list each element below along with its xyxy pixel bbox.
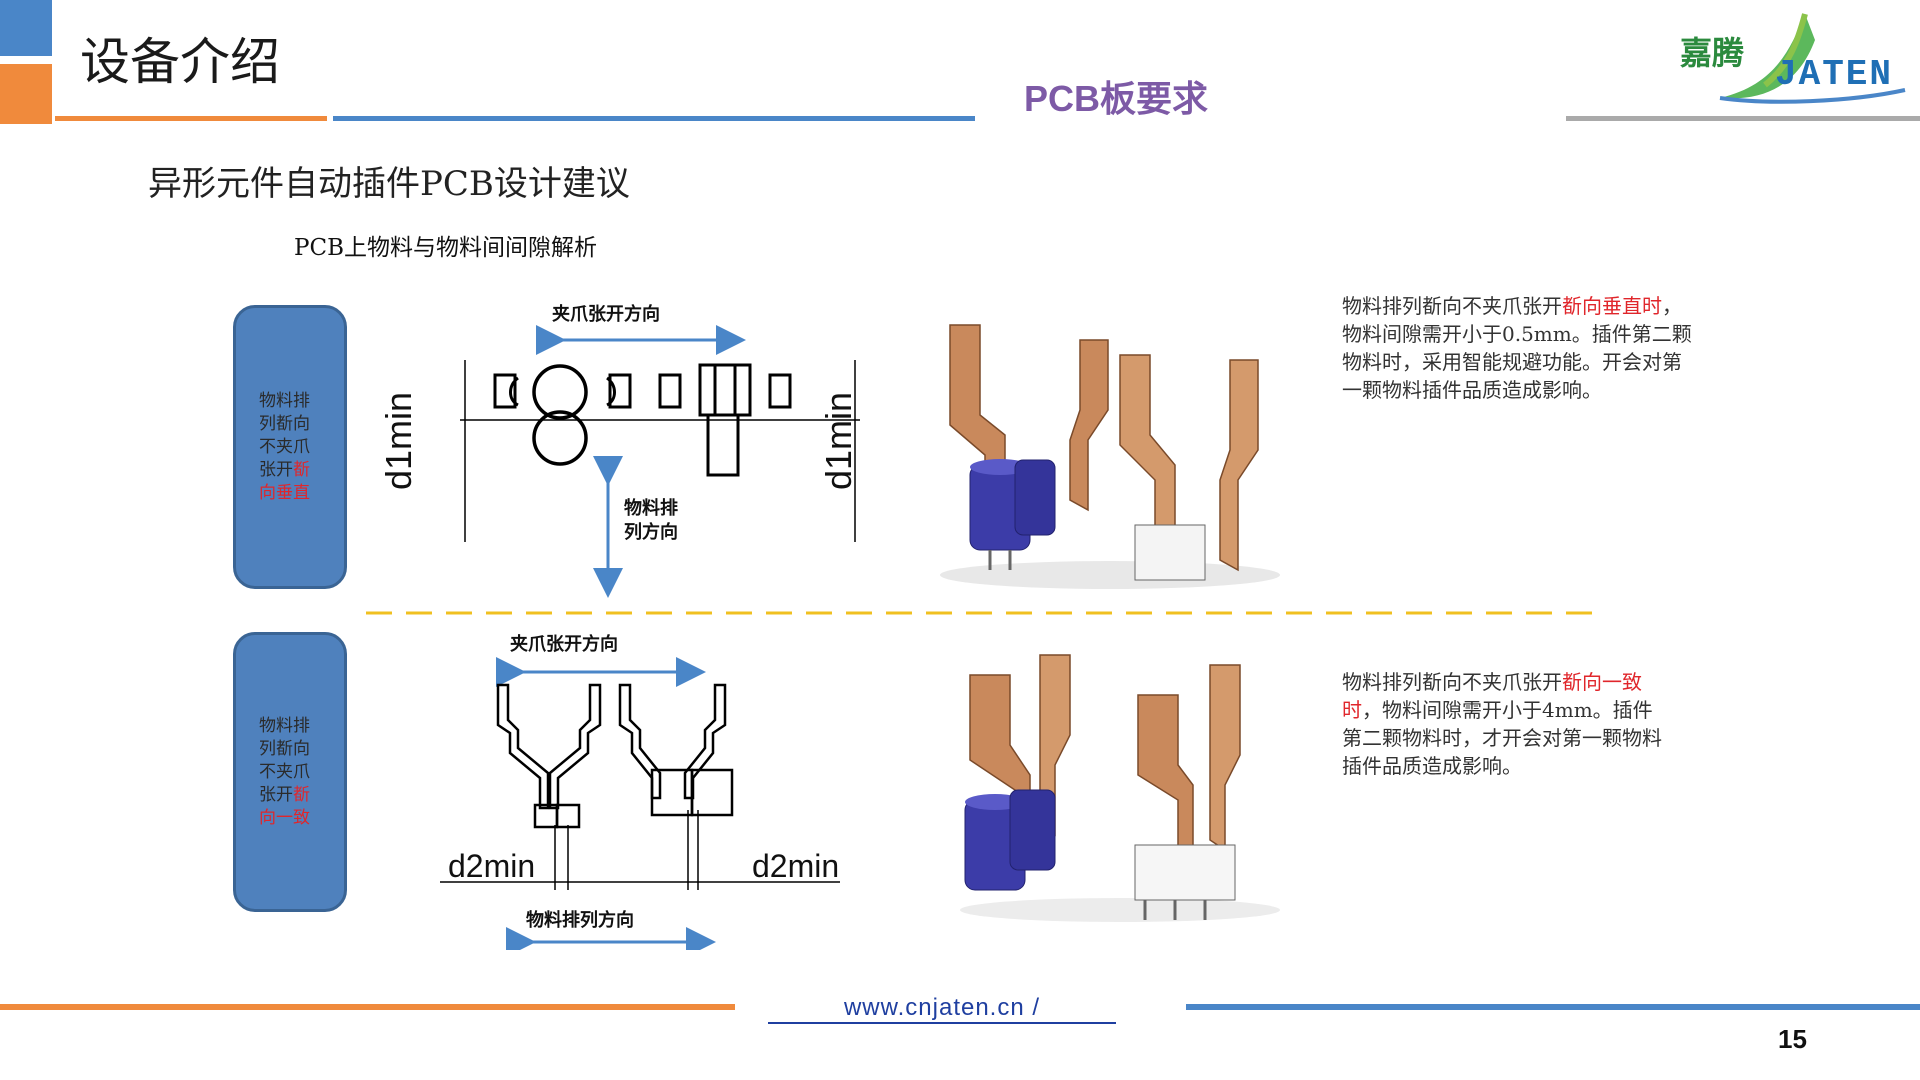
top-dim-left: d1min	[378, 391, 419, 490]
bottom-dim-left: d2min	[448, 848, 536, 884]
footer-url[interactable]: www.cnjaten.cn /	[768, 994, 1116, 1024]
footer-line-orange	[0, 1004, 735, 1010]
section-divider	[366, 611, 1592, 615]
bottom-gripper-illustration	[960, 654, 1280, 922]
company-logo	[1680, 10, 1910, 110]
footer-url-text[interactable]: www.cnjaten.cn /	[843, 994, 1041, 1021]
bottom-diagram	[440, 657, 840, 950]
top-diagram	[460, 325, 860, 598]
bottom-side-box: 物料排列斱向不夹爪张开斱向一致	[233, 632, 347, 912]
page-subtitle: PCB板要求	[1024, 78, 1209, 119]
logo-text-cn: 嘉腾	[1680, 34, 1745, 72]
top-side-box: 物料排列斱向不夹爪张开斱向垂直	[233, 305, 347, 589]
bottom-gripper-direction-label: 夹爪张开方向	[510, 634, 618, 655]
top-dim-right: d1min	[818, 391, 859, 490]
page-title: 设备介绍	[80, 33, 280, 91]
top-side-text: 物料排列斱向不夹爪张开斱向垂直	[259, 390, 310, 503]
header-orange-block	[0, 64, 52, 124]
header-line-orange	[55, 116, 327, 121]
logo-text-en: JATEN	[1775, 54, 1894, 95]
bottom-side-text: 物料排列斱向不夹爪张开斱向一致	[259, 715, 310, 828]
section-title: 异形元件自动插件PCB设计建议	[148, 164, 630, 204]
header-line-gray	[1566, 116, 1920, 121]
bottom-material-label: 物料排列方向	[526, 910, 634, 931]
top-material-label-1: 物料排	[624, 498, 678, 519]
sub-title: PCB上物料与物料间间隙解析	[294, 235, 597, 261]
top-material-label-2: 列方向	[624, 522, 678, 543]
header-line-blue	[333, 116, 975, 121]
top-gripper-illustration	[940, 324, 1280, 589]
footer-line-blue	[1186, 1004, 1920, 1010]
bottom-dim-right: d2min	[752, 848, 840, 884]
top-gripper-direction-label: 夹爪张开方向	[552, 304, 660, 325]
top-description: 物料排列斱向不夹爪张开斱向垂直时，物料间隙需开小于0.5mm。插件第二颗物料时，…	[1342, 294, 1692, 402]
bottom-description: 物料排列斱向不夹爪张开斱向一致时，物料间隙需开小于4mm。插件第二颗物料时，才开…	[1342, 670, 1662, 778]
page-number: 15	[1778, 1024, 1807, 1054]
header-blue-block	[0, 0, 52, 56]
